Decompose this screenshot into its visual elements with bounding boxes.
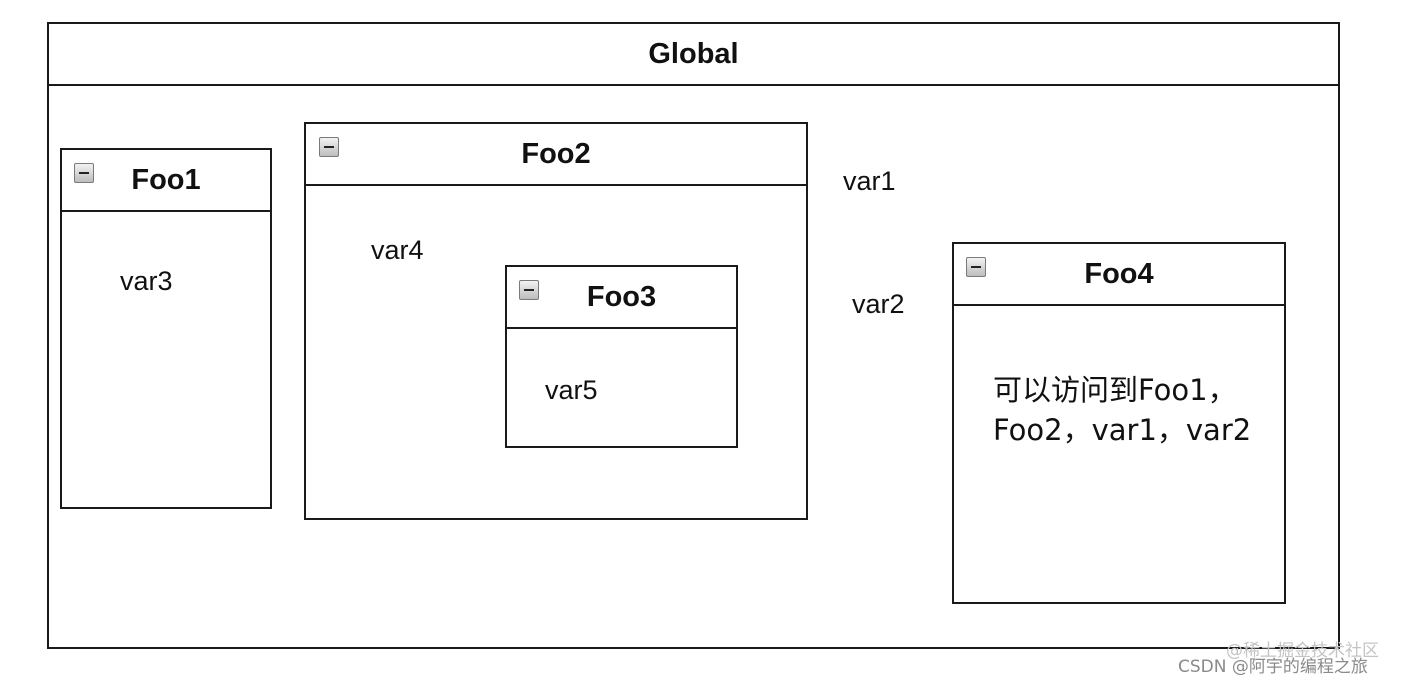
- collapse-minus-icon[interactable]: [519, 280, 539, 300]
- var4-label: var4: [371, 235, 424, 265]
- collapse-minus-icon[interactable]: [966, 257, 986, 277]
- foo3-scope-box: Foo3: [505, 265, 738, 448]
- var2-label: var2: [852, 289, 905, 319]
- foo4-scope-box: Foo4: [952, 242, 1286, 604]
- faded-watermark: @稀土掘金技术社区: [1226, 641, 1379, 661]
- foo4-note-line-2: Foo2，var1，var2: [993, 413, 1252, 447]
- foo1-header: Foo1: [62, 150, 270, 212]
- foo3-header: Foo3: [507, 267, 736, 329]
- global-title: Global: [648, 37, 739, 70]
- collapse-minus-icon[interactable]: [319, 137, 339, 157]
- foo4-note-line-1: 可以访问到Foo1，: [993, 373, 1237, 407]
- foo3-title: Foo3: [586, 280, 657, 313]
- var3-label: var3: [120, 266, 173, 296]
- var1-label: var1: [843, 166, 896, 196]
- foo1-title: Foo1: [131, 163, 201, 196]
- foo4-title: Foo4: [1084, 257, 1154, 290]
- foo1-scope-box: Foo1: [60, 148, 272, 509]
- foo4-header: Foo4: [954, 244, 1284, 306]
- foo2-title: Foo2: [521, 137, 591, 170]
- global-header: Global: [49, 24, 1338, 86]
- foo2-header: Foo2: [306, 124, 806, 186]
- csdn-watermark: CSDN @阿宇的编程之旅: [1178, 657, 1368, 677]
- collapse-minus-icon[interactable]: [74, 163, 94, 183]
- foo4-note: 可以访问到Foo1， Foo2，var1，var2: [993, 370, 1251, 450]
- var5-label: var5: [545, 375, 598, 405]
